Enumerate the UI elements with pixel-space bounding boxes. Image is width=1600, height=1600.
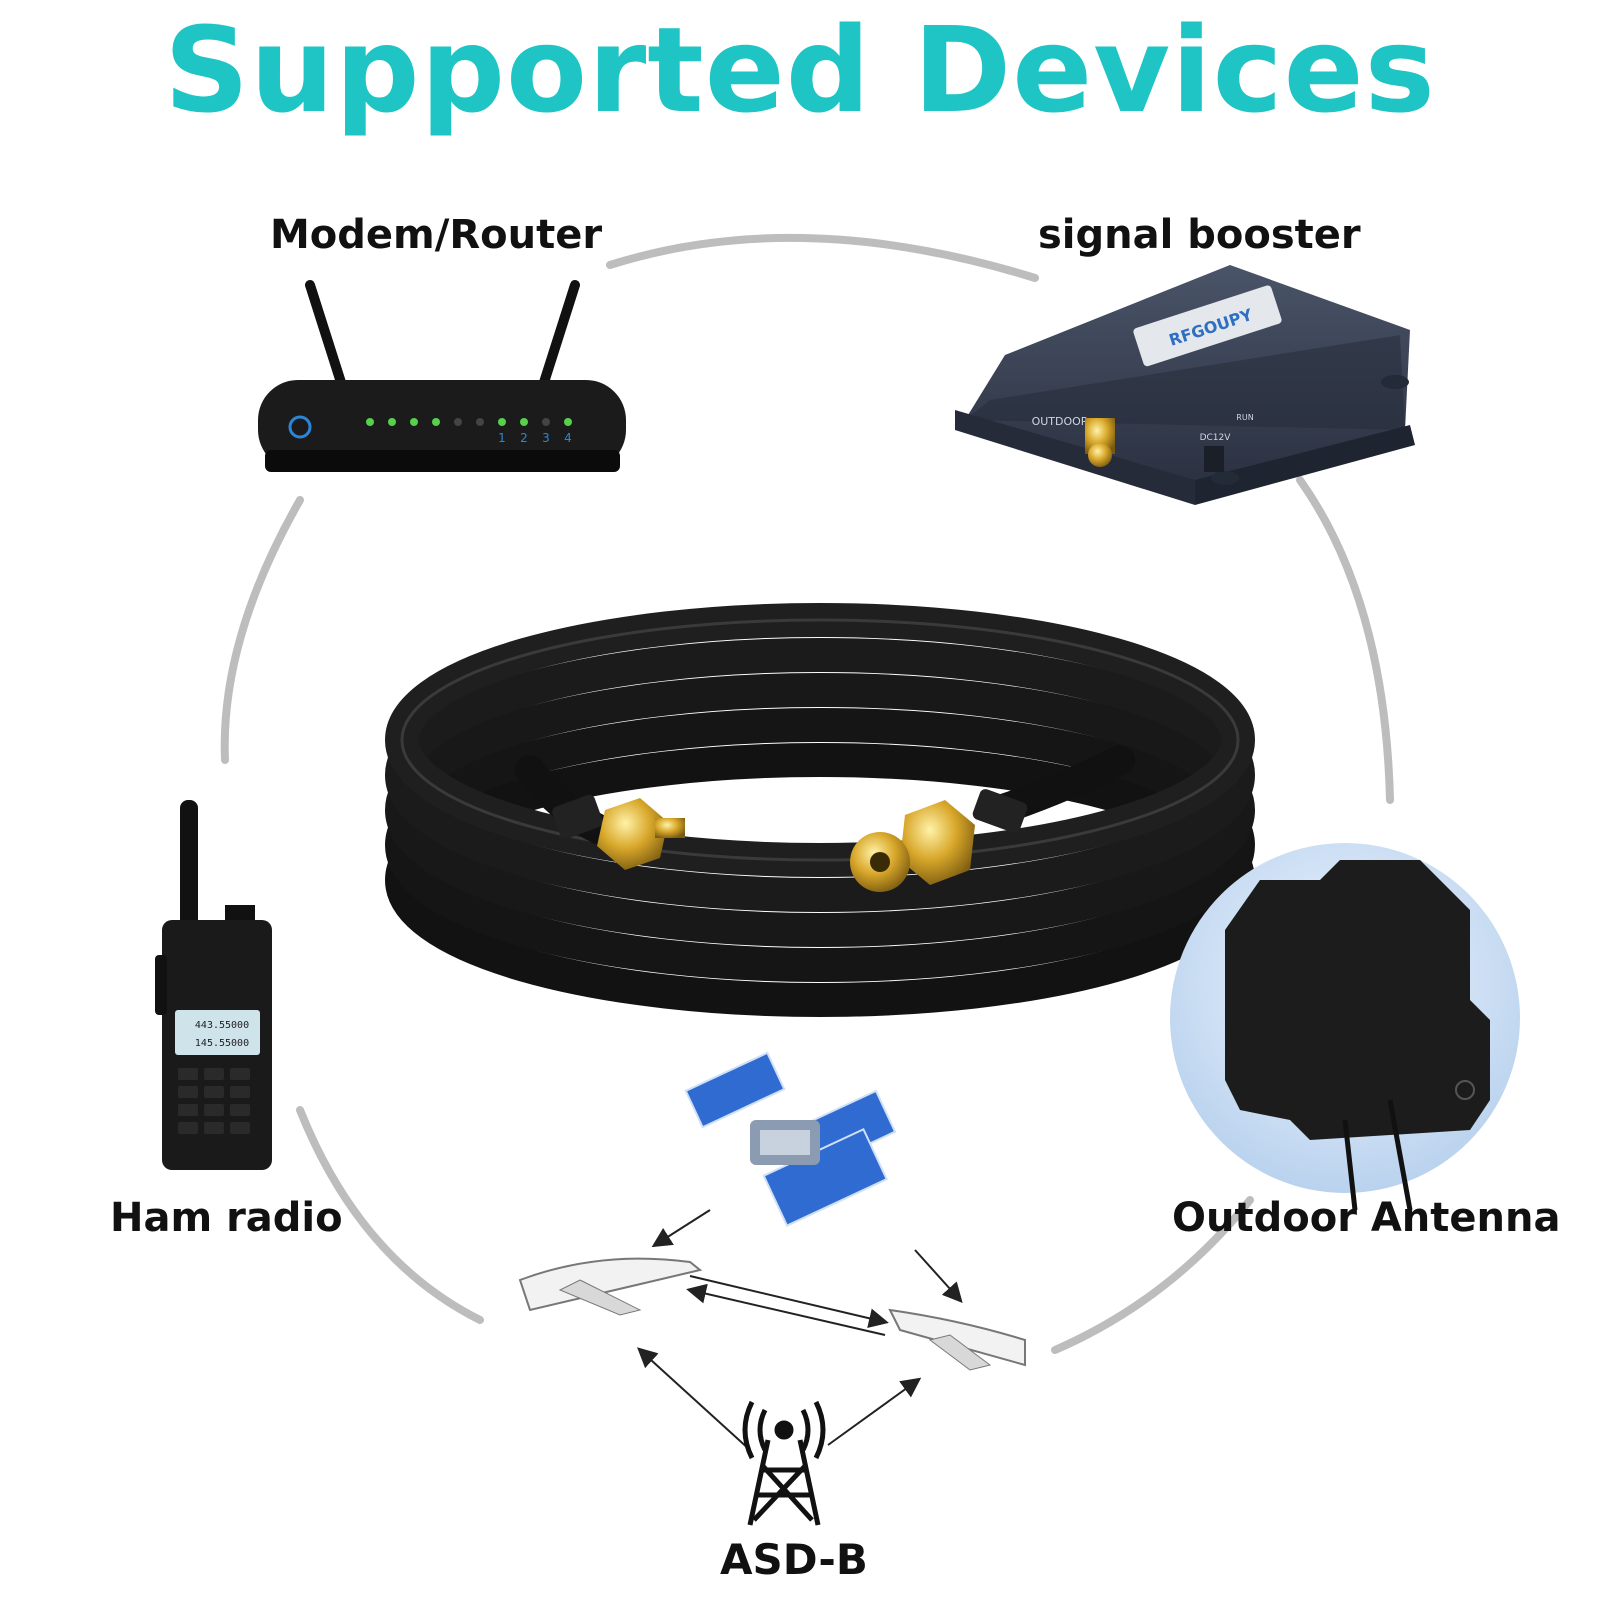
radio-tower-icon [742, 1400, 826, 1526]
router-icon: 1 2 3 4 [258, 280, 626, 472]
coaxial-cable-coil [385, 603, 1255, 1017]
data-link-arrows [637, 1209, 963, 1451]
router-led-label: 4 [564, 431, 572, 445]
router-led-label: 3 [542, 431, 550, 445]
signal-booster-icon: RFGOUPY OUTDOOR DC12V RUN [955, 265, 1415, 505]
walkie-talkie-icon: 443.55000 145.55000 [155, 800, 272, 1170]
panel-antenna-icon [1170, 843, 1520, 1211]
ham-radio-label: Ham radio [110, 1195, 343, 1241]
airplane-left-icon [518, 1257, 703, 1316]
booster-run-label: RUN [1236, 413, 1253, 422]
adsb-label: ASD-B [720, 1535, 868, 1584]
outdoor-antenna-label: Outdoor Antenna [1172, 1195, 1561, 1241]
radio-frequency-2: 145.55000 [195, 1038, 249, 1049]
sma-female-connector [850, 789, 1028, 892]
radio-frequency-1: 443.55000 [195, 1020, 249, 1031]
connection-ring [220, 234, 1394, 1354]
page-title: Supported Devices [164, 1, 1436, 139]
router-led-label: 1 [498, 431, 506, 445]
airplane-right-icon [888, 1308, 1026, 1371]
router-led-label: 2 [520, 431, 528, 445]
satellite-icon [684, 1051, 897, 1227]
signal-booster-label: signal booster [1038, 212, 1361, 258]
modem-router-label: Modem/Router [270, 212, 603, 258]
booster-dc-label: DC12V [1200, 433, 1232, 443]
booster-port-label: OUTDOOR [1032, 415, 1089, 428]
sma-male-connector [552, 794, 685, 870]
